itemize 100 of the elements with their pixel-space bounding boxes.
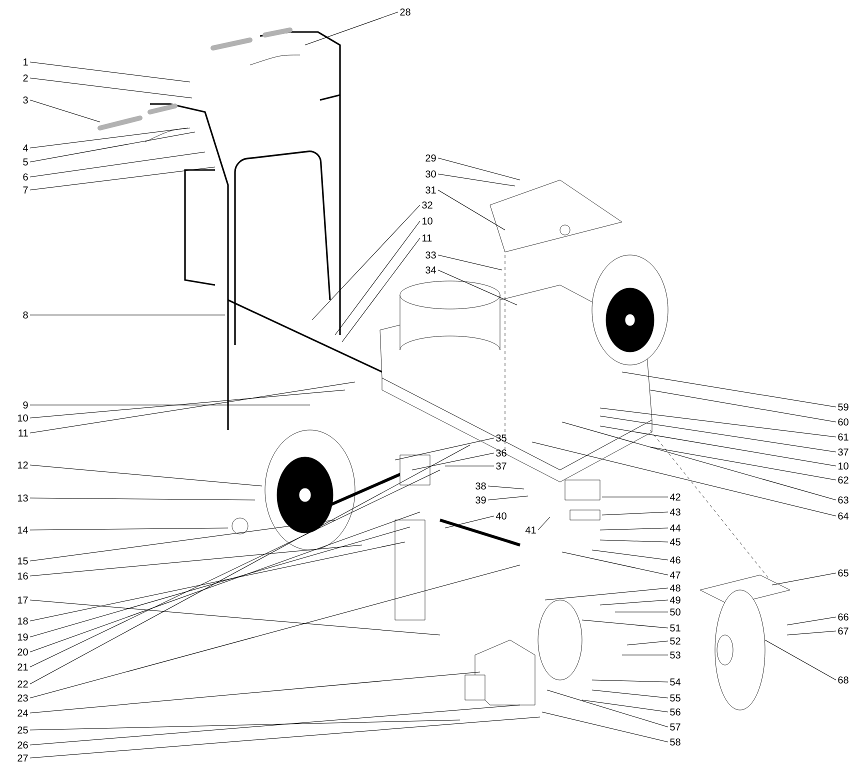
callout-number: 61: [838, 433, 848, 441]
leader-line: [538, 516, 550, 530]
leader-line: [30, 544, 362, 576]
leader-line: [582, 700, 668, 712]
callout-number: 65: [838, 569, 848, 577]
callout-number: 9: [23, 401, 28, 409]
callout-number: 55: [670, 694, 680, 702]
callout-number: 23: [18, 694, 28, 702]
callout-number: 14: [18, 526, 28, 534]
callout-number: 10: [422, 217, 432, 225]
callout-number: 54: [670, 678, 681, 686]
callout-number: 30: [426, 170, 436, 178]
callout-number: 47: [670, 572, 680, 578]
leader-line: [438, 174, 516, 186]
callout-number: 29: [426, 154, 436, 162]
callout-number: 22: [18, 680, 28, 688]
callout-number: 17: [18, 596, 28, 604]
leader-line: [30, 78, 192, 98]
callout-number: 39: [476, 496, 486, 504]
leader-line: [592, 680, 668, 682]
callout-number: 33: [426, 251, 436, 259]
leader-line: [30, 720, 460, 730]
callout-number: 24: [18, 710, 28, 716]
callout-number: 56: [670, 708, 680, 716]
callout-number: 63: [838, 496, 848, 504]
leader-line: [622, 372, 836, 408]
leader-line: [622, 654, 668, 656]
callout-number: 67: [838, 627, 848, 635]
leader-line: [600, 540, 668, 542]
leader-line: [592, 550, 668, 560]
leader-line: [600, 528, 668, 530]
leader-line: [786, 616, 836, 626]
callout-number: 15: [18, 558, 28, 564]
leader-line: [30, 464, 262, 486]
leader-line: [438, 270, 518, 306]
callout-number: 44: [670, 524, 681, 532]
leader-line: [438, 158, 520, 180]
leader-line: [30, 390, 346, 418]
leader-line: [30, 716, 540, 758]
callout-number: 5: [23, 158, 28, 166]
leader-line: [30, 404, 310, 406]
leader-line: [444, 516, 494, 528]
leader-line: [30, 672, 480, 714]
callout-number: 13: [18, 494, 28, 502]
leader-line: [562, 552, 668, 576]
leader-line: [600, 600, 668, 606]
callout-number: 35: [496, 434, 506, 442]
callout-number: 1: [24, 58, 28, 66]
leader-line: [544, 588, 668, 600]
leader-line: [312, 204, 420, 320]
leader-line: [30, 470, 440, 668]
leader-line: [562, 422, 836, 500]
leader-line: [30, 564, 520, 698]
callout-number: 25: [18, 726, 28, 734]
callout-number: 34: [426, 266, 436, 274]
callout-number: 21: [18, 664, 28, 670]
leader-line: [600, 408, 836, 438]
callout-number: 3: [23, 96, 28, 104]
callout-number: 51: [670, 624, 680, 632]
leader-line: [438, 190, 506, 230]
leader-line: [30, 152, 206, 178]
callout-number: 7: [23, 186, 28, 194]
leader-line: [772, 572, 836, 586]
callout-number: 11: [422, 234, 432, 242]
leader-line: [600, 426, 836, 466]
leader-line: [30, 528, 228, 530]
callout-number: 46: [670, 556, 680, 564]
callout-number: 10: [18, 414, 28, 422]
leader-line: [592, 690, 668, 698]
leader-line: [342, 238, 420, 342]
callout-number: 62: [838, 476, 848, 484]
leader-line: [30, 520, 336, 562]
callout-number: 45: [670, 538, 680, 546]
leader-line: [650, 390, 836, 422]
callout-number: 19: [18, 633, 28, 641]
callout-number: 53: [670, 651, 680, 659]
leader-line: [30, 526, 410, 638]
callout-number: 42: [670, 494, 680, 500]
callout-number: 52: [670, 637, 680, 645]
leader-line: [30, 600, 440, 636]
leader-line: [30, 444, 470, 684]
callout-number: 12: [18, 462, 28, 468]
callout-number: 59: [838, 403, 848, 411]
callout-number: 50: [670, 608, 680, 616]
leader-line: [650, 446, 836, 480]
callout-number: 38: [476, 482, 486, 490]
leader-line: [786, 630, 836, 636]
leader-line: [30, 542, 406, 622]
callout-number: 11: [18, 430, 28, 436]
leader-line: [30, 382, 356, 434]
leader-line: [582, 620, 668, 628]
leader-line: [30, 498, 256, 500]
callout-number: 66: [838, 613, 848, 621]
leader-line: [488, 486, 524, 490]
callout-number: 68: [838, 676, 848, 684]
callout-number: 20: [18, 648, 28, 656]
callout-number: 10: [838, 462, 848, 470]
leader-line: [30, 314, 226, 316]
callout-number: 48: [670, 584, 680, 592]
callout-number: 36: [496, 449, 506, 457]
